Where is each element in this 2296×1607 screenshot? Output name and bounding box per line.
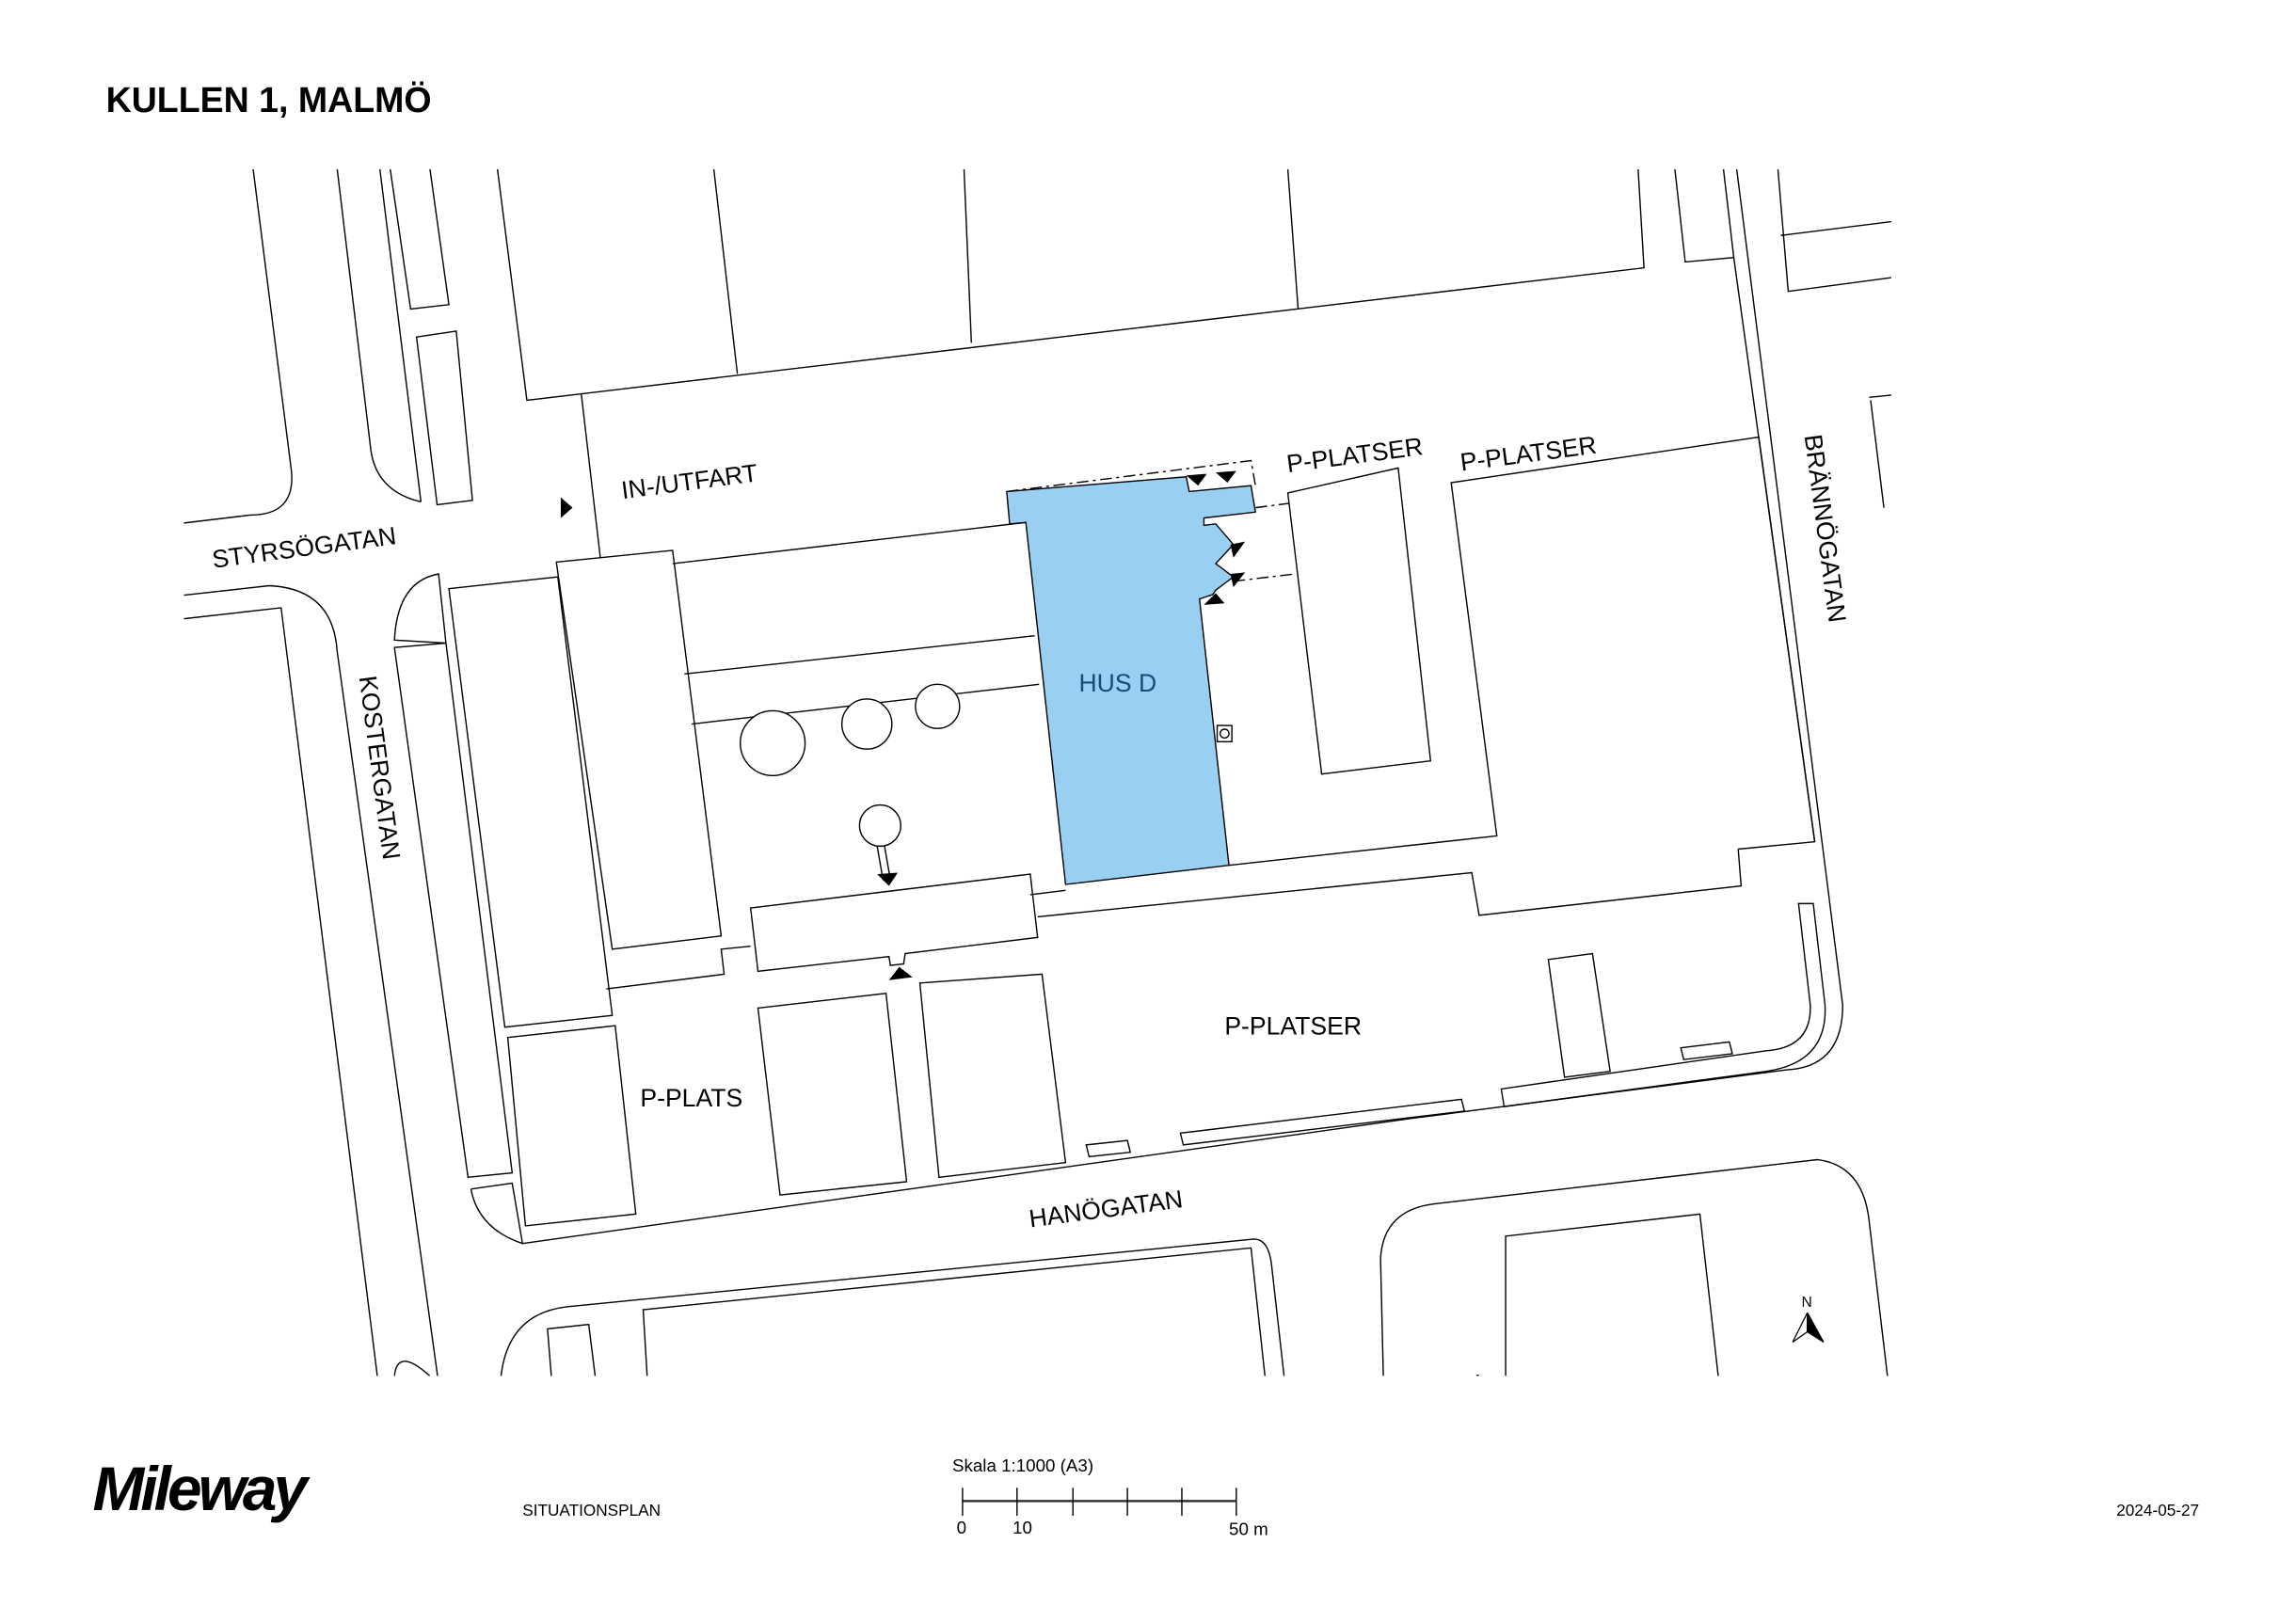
street-name-hanogatan: HANÖGATAN xyxy=(1028,1185,1185,1233)
north-arrow-fill xyxy=(1807,1312,1825,1343)
tree xyxy=(840,698,893,750)
parking-label: P-PLATSER xyxy=(1284,432,1424,478)
median-strip xyxy=(390,168,450,310)
entrance-arrow xyxy=(877,872,899,886)
hus-d-label: HUS D xyxy=(1078,669,1156,697)
street-name-brannogatan: BRÄNNÖGATAN xyxy=(1799,433,1852,625)
parking-label: P-PLATSER xyxy=(1459,431,1598,477)
street-curb xyxy=(393,1360,431,1376)
building-outline xyxy=(606,521,1040,990)
street-curb xyxy=(183,584,438,1376)
street-curb xyxy=(379,168,423,502)
street-curb xyxy=(1500,902,1826,1107)
street-curb xyxy=(1379,1158,1889,1376)
street-curb xyxy=(470,1182,524,1245)
street-curb xyxy=(522,168,1843,1245)
tree xyxy=(915,683,961,729)
block-outline xyxy=(1674,168,1735,263)
scale-label-50: 50 m xyxy=(1229,1519,1268,1538)
utility-box-symbol xyxy=(1219,728,1230,740)
scale-bar xyxy=(962,1488,1237,1517)
median-strip xyxy=(393,642,514,1179)
street-curb xyxy=(500,1238,1285,1376)
street-name-kostergatan: KOSTERGATAN xyxy=(354,674,406,861)
planting-strip xyxy=(1680,1041,1733,1060)
street-curb xyxy=(336,168,422,503)
building xyxy=(918,973,1067,1179)
tree xyxy=(740,709,806,776)
site-map: HUS D xyxy=(183,168,1891,1376)
parking-label: P-PLATSER xyxy=(1224,1012,1362,1041)
street-name-styrsogatan: STYRSÖGATAN xyxy=(211,521,398,573)
canopy-outline xyxy=(1006,459,1296,582)
parking-label: P-PLATS xyxy=(640,1084,742,1112)
survey-point xyxy=(1475,1374,1479,1376)
block-outline xyxy=(1777,168,1891,508)
building-outline xyxy=(1029,849,1743,918)
street-curb xyxy=(393,573,447,644)
planting-strip xyxy=(1179,1098,1466,1146)
mileway-logo: Mileway xyxy=(93,1455,311,1523)
street-curb xyxy=(183,168,293,524)
building-outline xyxy=(1228,436,1816,867)
block-outline xyxy=(642,1247,1266,1376)
building xyxy=(448,576,614,1028)
property-line xyxy=(183,607,378,1376)
north-arrow: N xyxy=(1792,1295,1825,1343)
building xyxy=(506,1025,637,1227)
in-utfart-label: IN-/UTFART xyxy=(619,458,758,504)
building xyxy=(1547,952,1611,1078)
median-strip xyxy=(415,330,473,506)
hus-d-building[interactable] xyxy=(1006,476,1256,885)
utility-box xyxy=(1216,724,1233,743)
north-label: N xyxy=(1801,1295,1811,1311)
planting-strip xyxy=(1085,1139,1132,1158)
block-outline xyxy=(1505,1213,1719,1376)
property-line xyxy=(712,168,1299,374)
page-title: KULLEN 1, MALMÖ xyxy=(106,80,432,119)
scale-label-0: 0 xyxy=(957,1518,966,1537)
north-arrow-icon xyxy=(1792,1312,1809,1343)
scale-label-10: 10 xyxy=(1012,1518,1032,1537)
block-outline xyxy=(547,1323,597,1376)
building xyxy=(749,873,1039,973)
block-outline xyxy=(496,168,1645,402)
tree xyxy=(858,804,901,848)
entrance-arrow xyxy=(888,966,913,980)
building xyxy=(757,992,908,1196)
building xyxy=(1286,467,1432,775)
entrance-arrow xyxy=(560,497,573,518)
plan-type: SITUATIONSPLAN xyxy=(522,1501,661,1519)
driveway-edge xyxy=(581,394,601,560)
building xyxy=(555,549,723,950)
plan-date: 2024-05-27 xyxy=(2116,1501,2199,1519)
scale-title: Skala 1:1000 (A3) xyxy=(952,1456,1093,1475)
